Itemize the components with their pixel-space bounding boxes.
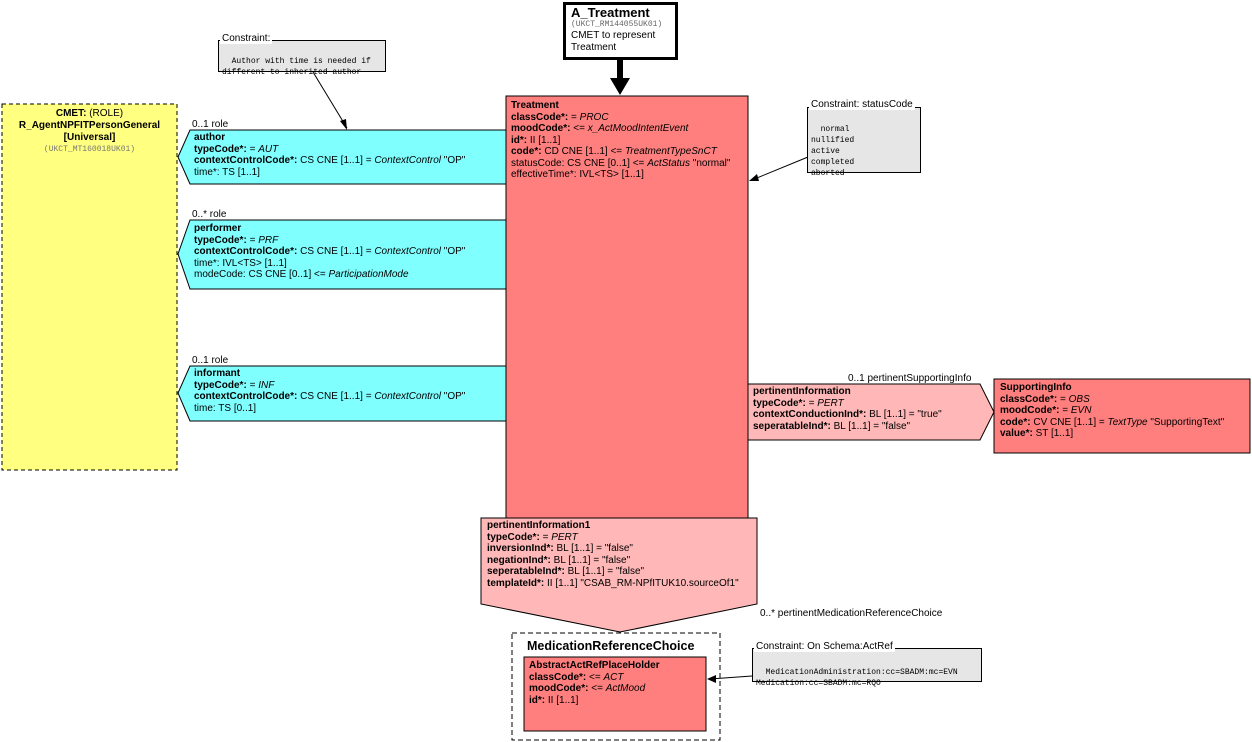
author-note-connector-head bbox=[340, 119, 347, 130]
pertinent-information-title: pertinentInformation bbox=[753, 386, 851, 397]
status-constraint-note: normal nullified active completed aborte… bbox=[807, 107, 921, 178]
informant-role-label: 0..1 role bbox=[192, 355, 229, 366]
status-constraint-text: normal nullified active completed aborte… bbox=[811, 125, 855, 178]
performer-role-label: 0..* role bbox=[192, 209, 227, 220]
author-attr-contextcontrolcode: contextControlCode*: CS CNE [1..1] = Con… bbox=[194, 155, 466, 166]
actref-constraint-header: Constraint: On Schema:ActRef bbox=[754, 641, 895, 652]
performer-participation: performer typeCode*: = PRF contextContro… bbox=[194, 223, 465, 281]
placeholder-title: AbstractActRefPlaceHolder bbox=[529, 660, 660, 671]
pertinent-information1-attr-negationind: negationInd*: BL [1..1] = "false" bbox=[487, 554, 631, 566]
informant-title: informant bbox=[194, 368, 241, 379]
cmet-id: (UKCT_MT160018UK01) bbox=[43, 145, 136, 154]
author-note-connector bbox=[312, 71, 348, 129]
entry-desc-1: CMET to represent bbox=[571, 30, 656, 41]
supporting-info-attr-value: value*: ST [1..1] bbox=[1000, 428, 1074, 439]
treatment-attr-code: code*: CD CNE [1..1] <= TreatmentTypeSnC… bbox=[511, 146, 717, 157]
performer-attr-modecode: modeCode: CS CNE [0..1] <= Participation… bbox=[194, 269, 409, 280]
actref-constraint-text: MedicationAdministration:cc=SBADM:mc=EVN… bbox=[756, 668, 958, 688]
treatment-attr-statuscode: statusCode: CS CNE [0..1] <= ActStatus "… bbox=[511, 157, 731, 169]
supporting-info-title: SupportingInfo bbox=[1000, 382, 1072, 393]
treatment-attr-id: id*: II [1..1] bbox=[511, 134, 561, 146]
cmet-variant: [Universal] bbox=[63, 132, 116, 143]
cmet-box-shape bbox=[1, 103, 178, 471]
treatment-title: Treatment bbox=[511, 100, 559, 111]
author-constraint-text: Author with time is needed if different … bbox=[222, 57, 371, 77]
pertinent-information-rel-label: 0..1 pertinentSupportingInfo bbox=[848, 373, 972, 384]
actref-constraint-note: MedicationAdministration:cc=SBADM:mc=EVN… bbox=[752, 648, 982, 688]
author-role-label: 0..1 role bbox=[192, 119, 229, 130]
pertinent-information1-rel-label: 0..* pertinentMedicationReferenceChoice bbox=[760, 608, 943, 619]
supporting-info-attr-classcode: classCode*: = OBS bbox=[1000, 393, 1090, 405]
choice-title: MedicationReferenceChoice bbox=[527, 639, 695, 653]
placeholder-attr-classcode: classCode*: <= ACT bbox=[529, 671, 624, 683]
status-constraint-header: Constraint: statusCode bbox=[809, 99, 915, 110]
author-title: author bbox=[194, 132, 226, 143]
entry-title: A_Treatment bbox=[571, 5, 650, 20]
status-note-connector bbox=[751, 156, 809, 181]
cmet-name: R_AgentNPFITPersonGeneral bbox=[18, 120, 161, 131]
cmet-prefix: CMET: bbox=[55, 108, 87, 119]
performer-attr-contextcontrolcode: contextControlCode*: CS CNE [1..1] = Con… bbox=[194, 246, 466, 257]
performer-attr-typecode: typeCode*: = PRF bbox=[194, 234, 279, 246]
author-attr-typecode: typeCode*: = AUT bbox=[194, 143, 279, 155]
informant-participation: informant typeCode*: = INF contextContro… bbox=[194, 368, 465, 414]
treatment-attr-effectivetime: effectiveTime*: IVL<TS> [1..1] bbox=[511, 169, 644, 180]
placeholder-attr-id: id*: II [1..1] bbox=[529, 694, 579, 706]
supporting-info-attr-moodcode: moodCode*: = EVN bbox=[1000, 405, 1092, 416]
actref-note-connector-head bbox=[707, 675, 716, 683]
performer-title: performer bbox=[194, 223, 242, 234]
pertinent-information1-attr-templateid: templateId*: II [1..1] "CSAB_RM-NPfITUK1… bbox=[487, 577, 739, 589]
supporting-info-attr-code: code*: CV CNE [1..1] = TextType "Support… bbox=[1000, 416, 1225, 428]
pertinent-information-attr-typecode: typeCode*: = PERT bbox=[753, 397, 844, 409]
cmet-box: CMET: (ROLE) R_AgentNPFITPersonGeneral [… bbox=[2, 108, 177, 155]
placeholder-class: AbstractActRefPlaceHolder classCode*: <=… bbox=[529, 660, 660, 706]
author-constraint-note: Author with time is needed if different … bbox=[218, 40, 386, 77]
author-attr-time: time*: TS [1..1] bbox=[194, 166, 260, 178]
pertinent-information1-attr-seperatableind: seperatableInd*: BL [1..1] = "false" bbox=[487, 566, 645, 577]
informant-attr-contextcontrolcode: contextControlCode*: CS CNE [1..1] = Con… bbox=[194, 391, 466, 402]
actref-note-connector bbox=[709, 675, 753, 680]
author-constraint-header: Constraint: bbox=[220, 33, 273, 44]
author-participation: author typeCode*: = AUT contextControlCo… bbox=[194, 132, 465, 178]
entry-arrow-head bbox=[610, 78, 630, 95]
entry-desc-2: Treatment bbox=[571, 42, 617, 53]
entry-id: (UKCT_RM144055UK01) bbox=[571, 20, 663, 29]
pertinent-information-attr-seperatableind: seperatableInd*: BL [1..1] = "false" bbox=[753, 420, 911, 432]
pertinent-information1: pertinentInformation1 typeCode*: = PERT … bbox=[487, 520, 739, 589]
cmet-header: CMET: (ROLE) bbox=[2, 108, 177, 120]
informant-attr-time: time: TS [0..1] bbox=[194, 402, 257, 414]
treatment-class: Treatment classCode*: = PROC moodCode*: … bbox=[511, 100, 730, 181]
pertinent-information: pertinentInformation typeCode*: = PERT c… bbox=[753, 386, 942, 432]
status-note-connector-head bbox=[749, 174, 759, 181]
entry-point-box: A_Treatment (UKCT_RM144055UK01) CMET to … bbox=[563, 2, 678, 60]
treatment-attr-classcode: classCode*: = PROC bbox=[511, 111, 609, 123]
pertinent-information1-attr-inversionind: inversionInd*: BL [1..1] = "false" bbox=[487, 543, 633, 554]
treatment-attr-moodcode: moodCode*: <= x_ActMoodIntentEvent bbox=[511, 123, 689, 134]
informant-attr-typecode: typeCode*: = INF bbox=[194, 379, 275, 391]
placeholder-attr-moodcode: moodCode*: <= ActMood bbox=[529, 683, 646, 694]
pertinent-information1-attr-typecode: typeCode*: = PERT bbox=[487, 531, 578, 543]
cmet-kind: (ROLE) bbox=[89, 108, 124, 119]
supporting-info-class: SupportingInfo classCode*: = OBS moodCod… bbox=[1000, 382, 1224, 440]
pertinent-information-attr-contextconductionind: contextConductionInd*: BL [1..1] = "true… bbox=[753, 409, 942, 420]
pertinent-information1-title: pertinentInformation1 bbox=[487, 520, 591, 531]
performer-attr-time: time*: IVL<TS> [1..1] bbox=[194, 257, 287, 269]
